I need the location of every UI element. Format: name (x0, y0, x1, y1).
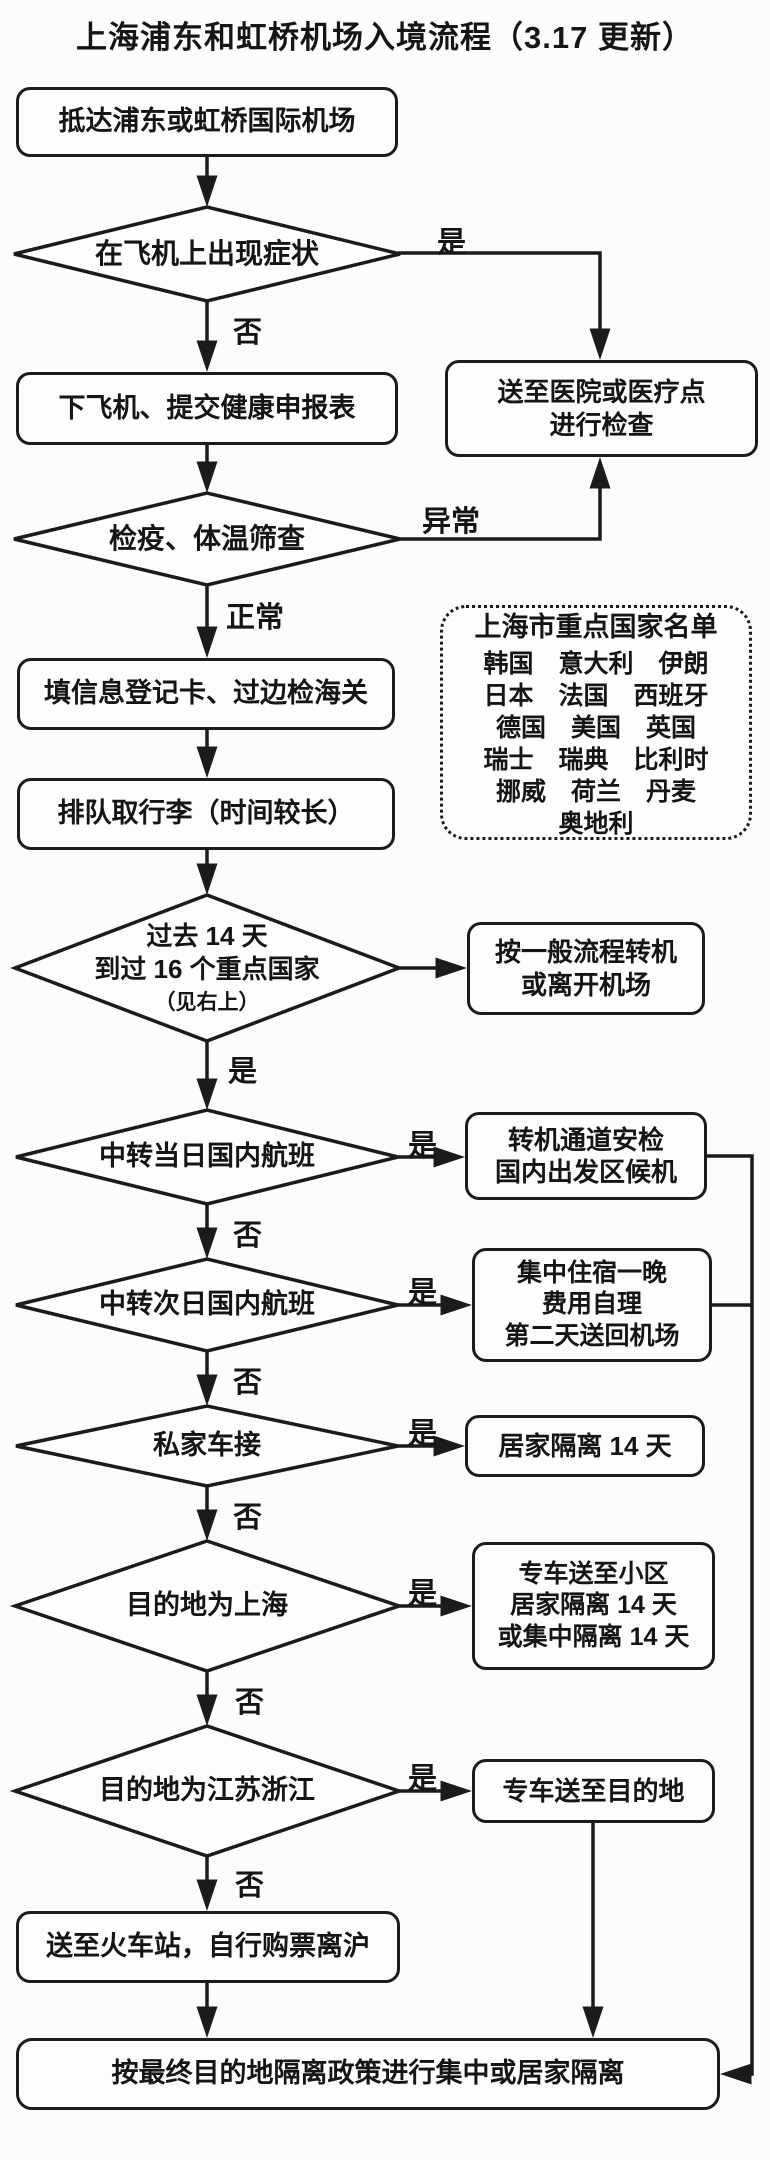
process-train-station-label: 送至火车站，自行购票离沪 (46, 1931, 370, 1962)
priority-country-row: 瑞士 瑞典 比利时 (483, 746, 709, 774)
process-hospital: 送至医院或医疗点 进行检查 (445, 360, 758, 457)
process-car-to-destination: 专车送至目的地 (472, 1759, 715, 1823)
process-arrive-label: 抵达浦东或虹桥国际机场 (58, 106, 356, 137)
process-final-quarantine: 按最终目的地隔离政策进行集中或居家隔离 (16, 2038, 720, 2110)
edge-label-abnormal: 异常 (422, 506, 481, 538)
process-baggage: 排队取行李（时间较长） (17, 778, 395, 850)
process-deplane: 下飞机、提交健康申报表 (16, 372, 398, 445)
decision-jiangsu-shape (9, 1724, 405, 1858)
priority-country-row: 奥地利 (558, 810, 634, 838)
process-hotel-night-label: 集中住宿一晚 费用自理 第二天送回机场 (504, 1259, 680, 1350)
decision-private-car-label: 私家车接 (153, 1430, 261, 1461)
edge-label-no-symptoms: 否 (233, 317, 263, 349)
process-registration-label: 填信息登记卡、过边检海关 (44, 678, 368, 709)
edge-label-no-same-day: 否 (233, 1220, 263, 1252)
edge-label-yes-same-day: 是 (408, 1130, 438, 1162)
edge-label-yes-shanghai: 是 (408, 1578, 438, 1610)
process-transfer-security-label: 转机通道安检 国内出发区候机 (494, 1124, 677, 1188)
edge-label-no-shanghai: 否 (235, 1687, 265, 1719)
process-car-to-destination-label: 专车送至目的地 (502, 1775, 685, 1806)
edge-security-to-final (707, 1154, 754, 2085)
decision-jiangsu-label: 目的地为江苏浙江 (99, 1775, 315, 1806)
decision-same-day-shape (15, 1108, 399, 1206)
edge-label-normal: 正常 (226, 602, 285, 634)
process-home-quarantine: 居家隔离 14 天 (465, 1415, 705, 1477)
process-arrive: 抵达浦东或虹桥国际机场 (16, 87, 398, 157)
decision-symptoms-label: 在飞机上出现症状 (94, 237, 319, 269)
diagram-title: 上海浦东和虹桥机场入境流程（3.17 更新） (76, 20, 694, 55)
process-normal-flow: 按一般流程转机 或离开机场 (467, 922, 705, 1015)
edge-label-no-jiangsu: 否 (235, 1870, 265, 1902)
edge-symptoms-yes-to-hospital (398, 251, 611, 360)
decision-inspect-label: 检疫、体温筛查 (108, 522, 305, 554)
process-transfer-security: 转机通道安检 国内出发区候机 (465, 1112, 707, 1200)
process-deplane-label: 下飞机、提交健康申报表 (58, 392, 356, 423)
edge-label-yes-symptoms: 是 (437, 227, 467, 259)
decision-same-day-label: 中转当日国内航班 (99, 1141, 315, 1172)
decision-inspect-shape (13, 491, 401, 587)
priority-country-list-title: 上海市重点国家名单 (474, 612, 718, 642)
decision-symptoms-shape (13, 205, 401, 303)
process-hospital-label: 送至医院或医疗点 进行检查 (497, 377, 706, 440)
process-home-quarantine-label: 居家隔离 14 天 (498, 1430, 672, 1461)
decision-visited-text: 过去 14 天 到过 16 个重点国家 (94, 920, 320, 985)
decision-visited-note: （见右上） (154, 991, 260, 1015)
process-car-to-community-label: 专车送至小区 居家隔离 14 天 或集中隔离 14 天 (497, 1560, 690, 1651)
edge-label-yes-private-car: 是 (408, 1418, 438, 1450)
edge-label-no-private-car: 否 (233, 1502, 263, 1534)
process-train-station: 送至火车站，自行购票离沪 (16, 1911, 400, 1983)
process-registration: 填信息登记卡、过边检海关 (17, 658, 395, 730)
priority-country-row: 挪威 荷兰 丹麦 (495, 778, 696, 806)
decision-visited-label: 过去 14 天 到过 16 个重点国家 （见右上） (32, 920, 382, 1015)
process-car-to-community: 专车送至小区 居家隔离 14 天 或集中隔离 14 天 (472, 1542, 715, 1670)
decision-next-day-label: 中转次日国内航班 (99, 1289, 315, 1320)
edge-label-yes-next-day: 是 (408, 1277, 438, 1309)
priority-country-row: 德国 美国 英国 (495, 714, 696, 742)
priority-country-row: 韩国 意大利 伊朗 (483, 650, 709, 678)
edge-label-yes-visited: 是 (228, 1056, 258, 1088)
decision-private-car-shape (15, 1404, 399, 1488)
process-hotel-night: 集中住宿一晚 费用自理 第二天送回机场 (472, 1248, 712, 1362)
decision-visited-shape (10, 893, 404, 1043)
priority-country-list: 上海市重点国家名单 韩国 意大利 伊朗 日本 法国 西班牙 德国 美国 英国 瑞… (440, 605, 752, 840)
process-baggage-label: 排队取行李（时间较长） (57, 798, 355, 829)
edge-label-no-next-day: 否 (233, 1367, 263, 1399)
decision-next-day-shape (15, 1257, 399, 1353)
decision-shanghai-shape (9, 1539, 405, 1673)
decision-shanghai-label: 目的地为上海 (126, 1590, 288, 1621)
process-final-quarantine-label: 按最终目的地隔离政策进行集中或居家隔离 (111, 2058, 625, 2089)
edge-inspect-abnormal-to-hospital (400, 457, 611, 541)
priority-country-row: 日本 法国 西班牙 (483, 682, 709, 710)
process-normal-flow-label: 按一般流程转机 或离开机场 (494, 937, 677, 1000)
edge-label-yes-jiangsu: 是 (408, 1763, 438, 1795)
